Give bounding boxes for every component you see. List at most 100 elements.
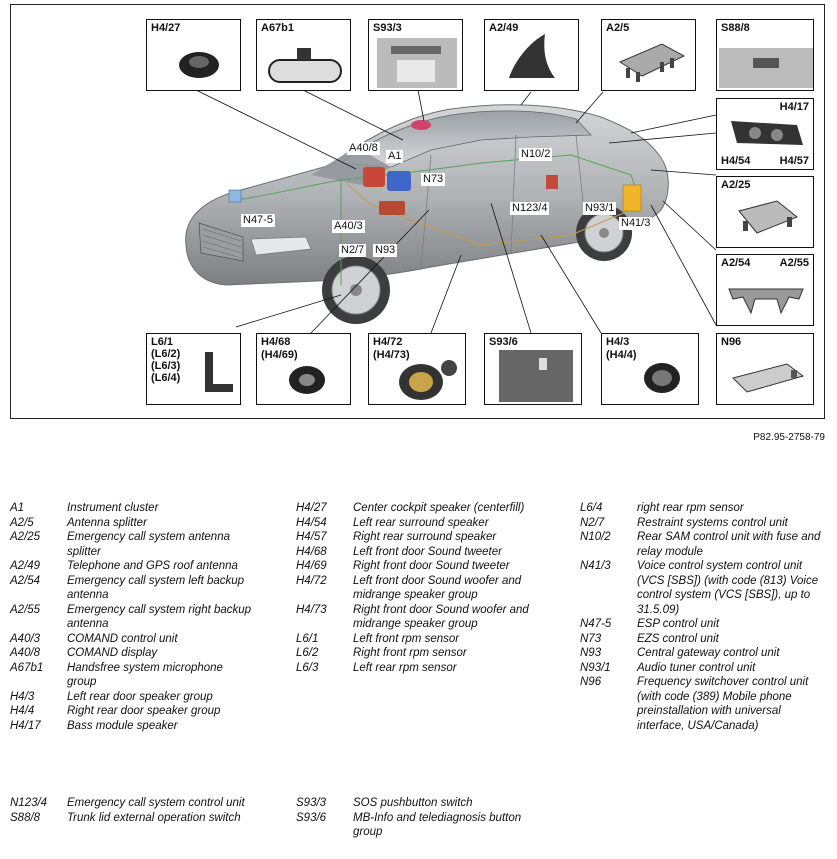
legend-description: SOS pushbutton switch [353,797,473,809]
speaker-icon [644,363,680,393]
roof-antenna-icon [509,34,555,78]
legend-code: H4/54 [296,516,327,529]
car-label-n10-2: N10/2 [519,148,553,161]
legend-item: N93/1 Audio tuner control unit [580,661,825,676]
legend-code: H4/68 [296,545,327,558]
legend-code: A2/5 [10,516,34,529]
car-label-n2-7: N2/7 [339,244,367,257]
control-unit-icon [732,363,805,393]
legend-item: N2/7 Restraint systems control unit [580,516,825,531]
legend-item: H4/69 Right front door Sound tweeter [296,559,541,574]
legend-code: A1 [10,502,25,514]
car-label-n73: N73 [421,173,446,186]
car-label-n93: N93 [373,244,398,257]
woofer-icon [399,360,457,400]
legend-description: Telephone and GPS roof antenna [67,560,238,572]
legend-code: L6/4 [580,502,603,514]
legend-code: N41/3 [580,560,611,572]
legend-code: N93/1 [580,661,611,674]
callout-label: (L6/4) [151,372,181,384]
legend-description: Handsfree system microphone group [67,661,223,689]
legend-code: A40/8 [10,647,41,659]
legend-item: H4/3 Left rear door speaker group [10,690,255,705]
car-label-n93-1: N93/1 [583,202,617,215]
callout-h4-17: H4/17 H4/54 H4/57 [716,98,814,170]
legend-description: Instrument cluster [67,502,159,514]
callout-label: H4/3 [606,336,630,348]
legend-description: Left front door Sound woofer and midrang… [353,574,522,602]
car-label-a40-8: A40/8 [347,142,380,155]
rpm-sensor-icon [205,352,233,392]
legend-code: A40/3 [10,632,41,645]
legend-description: Left rear surround speaker [353,516,489,529]
legend-code: N123/4 [10,797,48,809]
trunk-switch-icon [719,48,813,88]
legend-description: Trunk lid external operation switch [67,811,241,824]
legend-code: H4/17 [10,719,41,732]
legend-code: H4/4 [10,705,35,717]
legend-item: H4/17 Bass module speaker [10,719,255,734]
legend-code: N47-5 [580,618,612,630]
legend-code: L6/2 [296,647,319,659]
legend-code: H4/3 [10,690,35,703]
callout-label: L6/1 [151,336,174,348]
legend-item: S88/8 Trunk lid external operation switch [10,811,255,826]
callout-l6-1: L6/1 (L6/2) (L6/3) (L6/4) [146,333,241,405]
legend-code: N96 [580,676,602,688]
legend-description: Frequency switchover control unit (with … [637,676,809,732]
car-label-a1: A1 [386,150,404,163]
callout-a2-5: A2/5 [601,19,696,91]
rear-wheel [576,205,632,261]
backup-antenna-icon [728,288,804,315]
legend-code: N10/2 [580,531,611,543]
legend-code: N2/7 [580,516,605,529]
legend-description: Audio tuner control unit [637,661,756,674]
legend-item: A2/49 Telephone and GPS roof antenna [10,559,255,574]
callout-h4-72: H4/72 (H4/73) [368,333,466,405]
legend-code: H4/69 [296,560,327,572]
legend-description: Right front door Sound woofer and midran… [353,603,529,631]
callout-s93-3: S93/3 [368,19,463,91]
legend-description: COMAND display [67,647,158,659]
legend-description: right rear rpm sensor [637,502,744,514]
legend-description: Emergency call system left backup antenn… [67,574,245,602]
legend-code: N93 [580,647,602,659]
legend-description: Emergency call system antenna splitter [67,531,230,558]
legend-description: ESP control unit [637,618,720,630]
legend-code: H4/27 [296,502,327,514]
legend-description: Restraint systems control unit [637,516,788,529]
legend-description: Emergency call system right backup anten… [67,603,252,631]
callout-label: H4/57 [779,155,809,167]
legend-description: Bass module speaker [67,719,178,732]
car-windows [339,110,592,168]
legend-code: S88/8 [10,811,41,824]
legend-code: A2/49 [10,560,41,572]
legend-description: Central gateway control unit [637,647,780,659]
legend-description: Left rear door speaker group [67,690,213,703]
callout-label: H4/68 [261,336,291,348]
callout-label: (L6/3) [151,360,181,372]
callout-s93-6: S93/6 [484,333,582,405]
legend-description: COMAND control unit [67,632,178,645]
diagram-frame: H4/27 A67b1 S93/3 A2/49 A2/5 S88/8 H4/17… [10,4,825,419]
legend-description: Right front door Sound tweeter [353,560,510,572]
legend-code: H4/57 [296,531,327,543]
legend-code: L6/1 [296,632,319,645]
front-wheel [322,256,390,324]
bass-module-icon [731,121,803,145]
